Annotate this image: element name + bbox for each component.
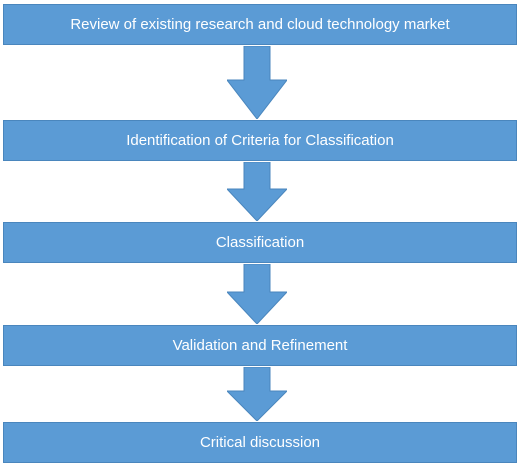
- down-arrow-icon: [227, 162, 287, 221]
- step-label: Review of existing research and cloud te…: [70, 16, 450, 33]
- down-arrow-icon: [227, 46, 287, 119]
- down-arrow-icon: [227, 264, 287, 324]
- down-arrow-icon: [227, 367, 287, 421]
- step-review-research-box: Review of existing research and cloud te…: [3, 4, 517, 45]
- step-classification-box: Classification: [3, 222, 517, 263]
- step-label: Validation and Refinement: [172, 337, 348, 354]
- step-label: Critical discussion: [199, 434, 321, 451]
- step-critical-discussion-box: Critical discussion: [3, 422, 517, 463]
- step-identification-criteria-box: Identification of Criteria for Classific…: [3, 120, 517, 161]
- step-validation-refinement-box: Validation and Refinement: [3, 325, 517, 366]
- step-label: Classification: [215, 234, 305, 251]
- step-label: Identification of Criteria for Classific…: [126, 132, 394, 149]
